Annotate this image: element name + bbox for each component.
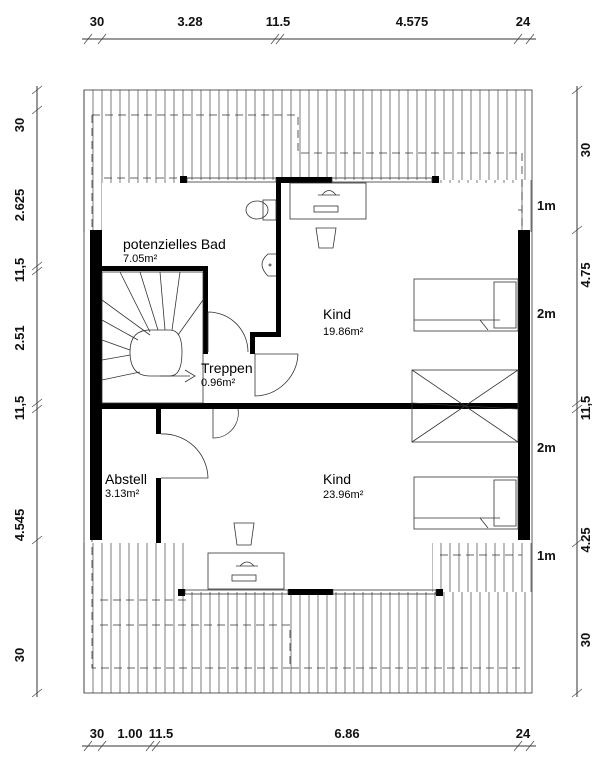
dim-tick (145, 740, 155, 752)
dim-tick (571, 85, 583, 95)
dim-right: 4.25 (578, 527, 593, 552)
interior (102, 180, 518, 592)
dim-top: 4.575 (396, 14, 429, 29)
dim-tick (31, 404, 43, 414)
stairs-icon (101, 271, 204, 404)
height-mark: 1m (537, 548, 556, 563)
height-mark: 2m (537, 306, 556, 321)
dim-tick (571, 688, 583, 698)
dimension-lines (36, 38, 578, 747)
dim-bottom: 6.86 (334, 726, 359, 741)
bed-top (413, 278, 519, 332)
dim-left: 4.545 (12, 509, 27, 542)
dim-bottom: 11.5 (149, 726, 174, 741)
dim-tick (525, 740, 535, 752)
dim-right: 30 (578, 143, 593, 157)
dimension-labels-bottom: 30 1.00 11.5 6.86 24 (90, 726, 531, 741)
room-name: potenzielles Bad (123, 236, 226, 252)
desk-bottom (207, 522, 285, 590)
bed-bottom (413, 476, 519, 530)
windows (184, 177, 437, 595)
dim-right: 30 (578, 633, 593, 647)
height-mark: 2m (537, 440, 556, 455)
dim-tick (97, 33, 107, 45)
room-area: 3.13m² (105, 488, 140, 500)
doors (160, 311, 299, 479)
dim-tick (525, 33, 535, 45)
dim-bottom: 1.00 (117, 726, 142, 741)
dim-right: 11,5 (578, 396, 593, 421)
dim-left: 2.51 (12, 325, 27, 350)
dim-left: 2.625 (12, 189, 27, 222)
room-area: 19.86m² (323, 326, 364, 338)
dim-bottom: 24 (516, 726, 531, 741)
dim-left: 11,5 (12, 258, 27, 283)
dim-tick (31, 266, 43, 276)
walls (90, 176, 530, 596)
dim-tick (513, 33, 523, 45)
dim-tick (31, 105, 43, 115)
dim-tick (270, 33, 280, 45)
dim-tick (571, 538, 583, 548)
room-name: Kind (323, 471, 351, 487)
dim-left: 30 (12, 648, 27, 662)
dim-bottom: 30 (90, 726, 104, 741)
dim-tick (31, 688, 43, 698)
room-name: Treppen (201, 360, 253, 376)
dimension-ticks (31, 33, 583, 752)
dim-tick (31, 535, 43, 545)
roof-outline (83, 89, 533, 694)
desk-top (289, 182, 367, 249)
dimension-labels-top: 30 3.28 11.5 4.575 24 (90, 14, 531, 29)
height-mark: 1m (537, 198, 556, 213)
dim-tick (275, 33, 285, 45)
dim-top: 11.5 (266, 14, 291, 29)
dim-top: 24 (516, 14, 531, 29)
dim-left: 11,5 (12, 396, 27, 421)
dimension-labels-left: 30 2.625 11,5 2.51 11,5 4.545 30 (12, 118, 27, 662)
room-name: Kind (323, 306, 351, 322)
room-name: Abstell (105, 471, 147, 487)
dim-right: 4.75 (578, 262, 593, 287)
dim-tick (571, 398, 583, 408)
dim-tick (31, 261, 43, 271)
toilet-icon (245, 199, 277, 221)
dim-tick (31, 85, 43, 95)
dim-top: 30 (90, 14, 104, 29)
room-area: 0.96m² (201, 377, 236, 389)
room-labels: potenzielles Bad 7.05m² Kind 19.86m² Tre… (105, 236, 364, 501)
height-marks: 1m 2m 2m 1m (537, 198, 556, 563)
room-area: 23.96m² (323, 489, 364, 501)
sink-icon (261, 253, 276, 277)
dim-tick (83, 33, 93, 45)
dim-left: 30 (12, 118, 27, 132)
dim-top: 3.28 (177, 14, 202, 29)
dimension-labels-right: 30 4.75 11,5 4.25 30 (578, 143, 593, 647)
dim-tick (571, 404, 583, 414)
void-cross-box (411, 369, 519, 443)
dim-tick (83, 740, 93, 752)
dim-tick (31, 398, 43, 408)
dim-tick (151, 740, 161, 752)
dim-tick (513, 740, 523, 752)
dim-tick (571, 225, 583, 235)
room-area: 7.05m² (123, 253, 158, 265)
dim-tick (97, 740, 107, 752)
